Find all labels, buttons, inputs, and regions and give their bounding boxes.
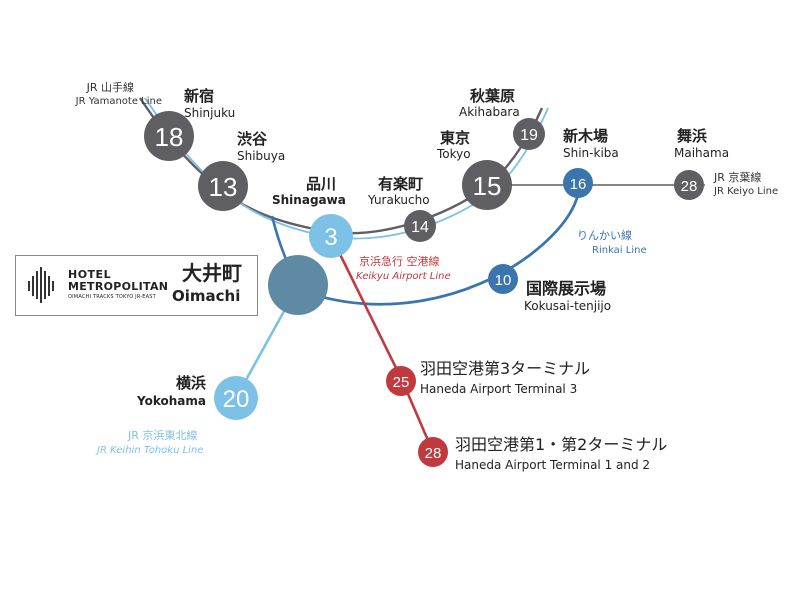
- yurakucho-label-jp: 有楽町: [378, 175, 424, 193]
- kokusai-label-jp: 国際展示場: [526, 279, 607, 298]
- shinkiba-minutes: 16: [570, 176, 587, 193]
- maihama-minutes: 28: [681, 178, 698, 195]
- shibuya-label-jp: 渋谷: [237, 130, 268, 148]
- shinagawa-label-jp: 品川: [306, 175, 337, 193]
- oimachi-station-marker[interactable]: [268, 255, 328, 315]
- hotel-logo-line2: METROPOLITAN: [68, 280, 169, 293]
- keihin-tohoku-line-label-jp: JR 京浜東北線: [128, 429, 198, 442]
- station-kokusai-marker[interactable]: 10: [488, 264, 518, 294]
- station-akihabara-marker[interactable]: 19: [513, 118, 545, 150]
- keikyu-line-label-en: Keikyu Airport Line: [356, 271, 451, 282]
- rinkai-line-label-jp: りんかい線: [577, 229, 632, 242]
- haneda3-label-en: Haneda Airport Terminal 3: [420, 382, 578, 396]
- shinagawa-label-en: Shinagawa: [272, 193, 346, 207]
- yurakucho-label-en: Yurakucho: [368, 193, 430, 207]
- akihabara-label-en: Akihabara: [459, 105, 520, 119]
- haneda12-label-jp: 羽田空港第1・第2ターミナル: [455, 435, 668, 454]
- kokusai-label-en: Kokusai-tenjijo: [524, 299, 612, 313]
- station-shinjuku-marker[interactable]: 18: [144, 111, 194, 161]
- yamanote-line-label-en: JR Yamanote Line: [75, 96, 162, 107]
- shibuya-label-en: Shibuya: [237, 149, 286, 163]
- akihabara-minutes: 19: [520, 127, 538, 144]
- station-shinagawa-marker[interactable]: 3: [309, 214, 353, 258]
- keiyo-line-label-en: JR Keiyo Line: [714, 186, 779, 197]
- yokohama-label-en: Yokohama: [137, 394, 206, 408]
- maihama-label-jp: 舞浜: [677, 127, 708, 145]
- rinkai-line-label-en: Rinkai Line: [592, 245, 647, 256]
- kokusai-minutes: 10: [495, 272, 512, 289]
- oimachi-station-en: Oimachi: [172, 287, 241, 305]
- yamanote-line-label-jp: JR 山手線: [86, 81, 134, 94]
- keikyu-line-label-jp: 京浜急行 空港線: [359, 255, 440, 268]
- yokohama-label-jp: 横浜: [175, 374, 206, 392]
- akihabara-label-jp: 秋葉原: [470, 87, 516, 105]
- shinkiba-label-en: Shin-kiba: [563, 146, 619, 160]
- hotel-logo-icon: [28, 267, 54, 303]
- haneda12-label-en: Haneda Airport Terminal 1 and 2: [455, 458, 651, 472]
- station-haneda12-marker[interactable]: 28: [418, 437, 448, 467]
- station-yokohama-marker[interactable]: 20: [214, 376, 258, 420]
- shinkiba-label-jp: 新木場: [563, 127, 609, 145]
- station-yurakucho-marker[interactable]: 14: [404, 210, 436, 242]
- hotel-info-box: HOTEL METROPOLITAN OIMACHI TRACKS TOKYO …: [15, 255, 258, 316]
- tokyo-minutes: 15: [473, 171, 502, 201]
- maihama-label-en: Maihama: [674, 146, 730, 160]
- shinjuku-label-jp: 新宿: [184, 87, 215, 105]
- yokohama-minutes: 20: [223, 386, 250, 413]
- keiyo-line-label-jp: JR 京葉線: [714, 171, 762, 184]
- hotel-logo-line3: OIMACHI TRACKS TOKYO JR-EAST: [68, 294, 156, 300]
- yurakucho-minutes: 14: [411, 219, 429, 236]
- hotel-logo-line1: HOTEL: [68, 268, 112, 281]
- haneda3-minutes: 25: [393, 374, 410, 391]
- haneda3-label-jp: 羽田空港第3ターミナル: [420, 359, 591, 378]
- tokyo-label-en: Tokyo: [437, 147, 471, 161]
- station-haneda3-marker[interactable]: 25: [386, 366, 416, 396]
- station-shinkiba-marker[interactable]: 16: [563, 168, 593, 198]
- station-shibuya-marker[interactable]: 13: [198, 161, 248, 211]
- station-tokyo-marker[interactable]: 15: [462, 160, 512, 210]
- keihin-tohoku-line-label-en: JR Keihin Tohoku Line: [97, 445, 204, 456]
- haneda12-minutes: 28: [425, 445, 442, 462]
- oimachi-station-jp: 大井町: [182, 261, 242, 285]
- shibuya-minutes: 13: [209, 172, 238, 202]
- tokyo-label-jp: 東京: [440, 129, 471, 147]
- station-maihama-marker[interactable]: 28: [674, 170, 704, 200]
- shinjuku-minutes: 18: [155, 122, 184, 152]
- shinagawa-minutes: 3: [324, 224, 337, 251]
- shinjuku-label-en: Shinjuku: [184, 106, 236, 120]
